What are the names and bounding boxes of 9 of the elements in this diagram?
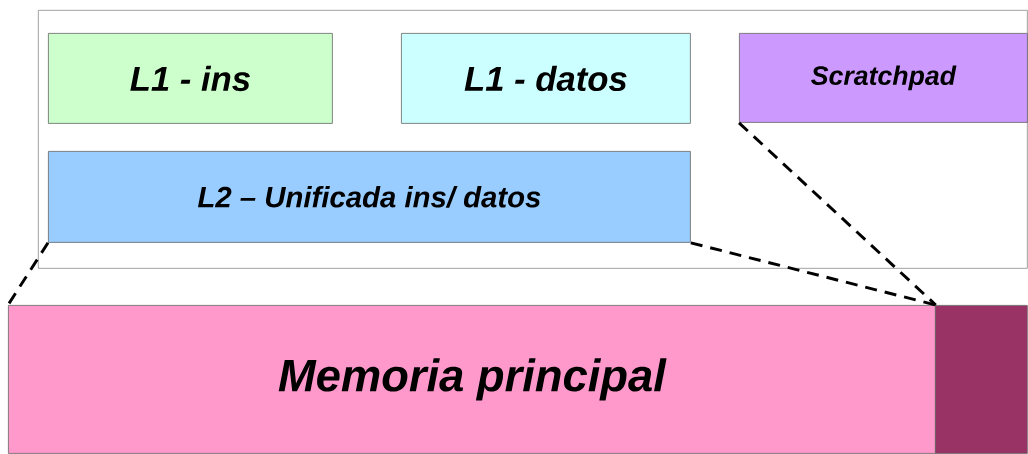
memory-box: Memoria principal <box>8 305 936 454</box>
cache-box: L1 - datos <box>401 33 691 124</box>
memory-box <box>935 305 1028 454</box>
dashed-line <box>690 241 937 307</box>
cache-box: L1 - ins <box>48 33 333 124</box>
cache-box: L2 – Unificada ins/ datos <box>48 151 691 243</box>
dashed-line <box>738 121 937 307</box>
dashed-line <box>6 242 50 306</box>
scratchpad-box: Scratchpad <box>739 33 1028 123</box>
